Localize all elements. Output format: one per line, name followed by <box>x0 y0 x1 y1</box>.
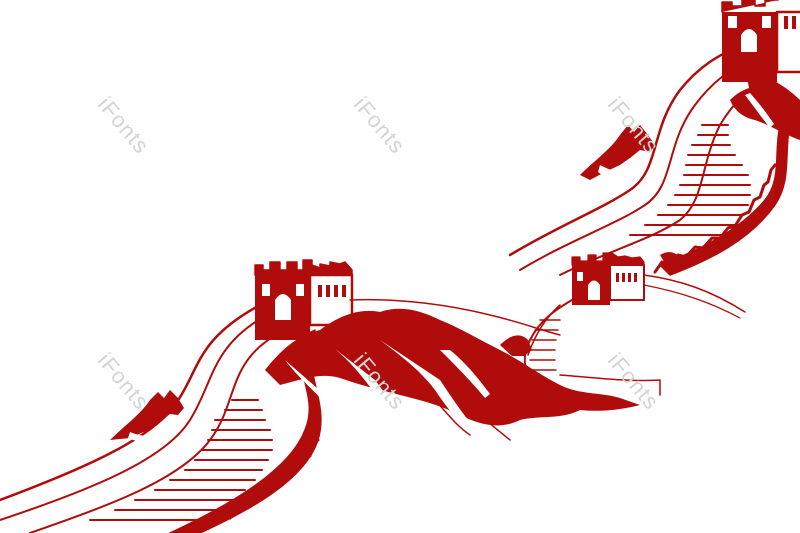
rock-outcrop-middle <box>500 252 680 356</box>
wall-segment-upper-right <box>508 46 800 276</box>
wall-segment-lower-left <box>0 303 322 533</box>
mountain-ridge-center <box>265 308 640 455</box>
rock-outcrop-upper <box>580 125 655 180</box>
watchtower-left <box>254 259 354 340</box>
ridge-wall-outline <box>349 298 561 441</box>
watchtower-middle <box>523 252 746 396</box>
rock-outcrop-lower-left <box>110 390 184 442</box>
mountain-upper-right <box>730 86 800 140</box>
watchtower-upper-right <box>721 0 800 82</box>
